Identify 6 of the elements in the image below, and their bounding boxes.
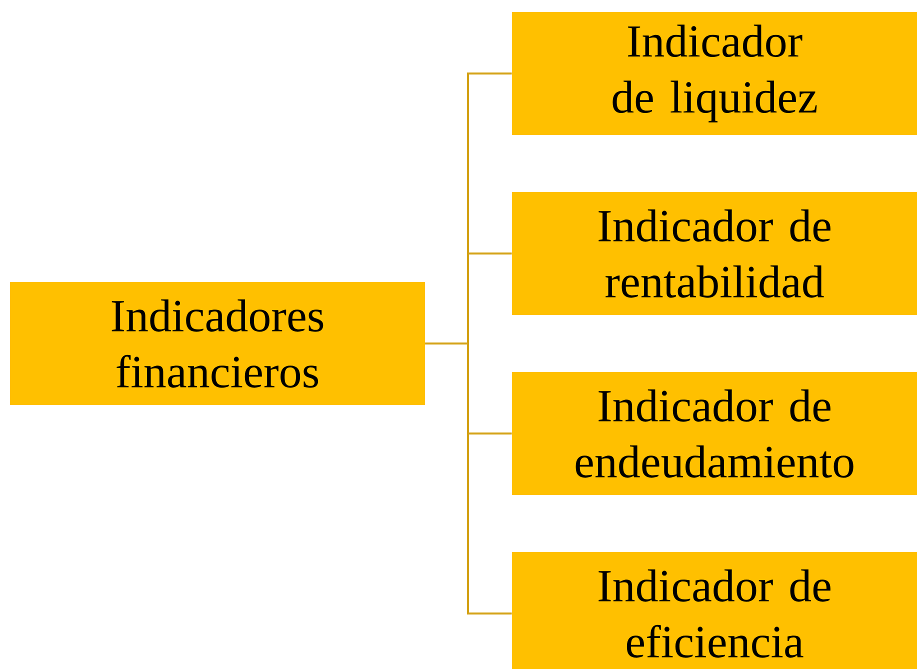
indicator-box: Indicador de liquidez	[512, 12, 917, 135]
connector	[425, 342, 512, 614]
indicator-box: Indicador de eficiencia	[512, 552, 917, 669]
indicator-box: Indicador de rentabilidad	[512, 192, 917, 315]
root-box: Indicadores financieros	[10, 282, 425, 405]
indicator-box: Indicador de endeudamiento	[512, 372, 917, 495]
